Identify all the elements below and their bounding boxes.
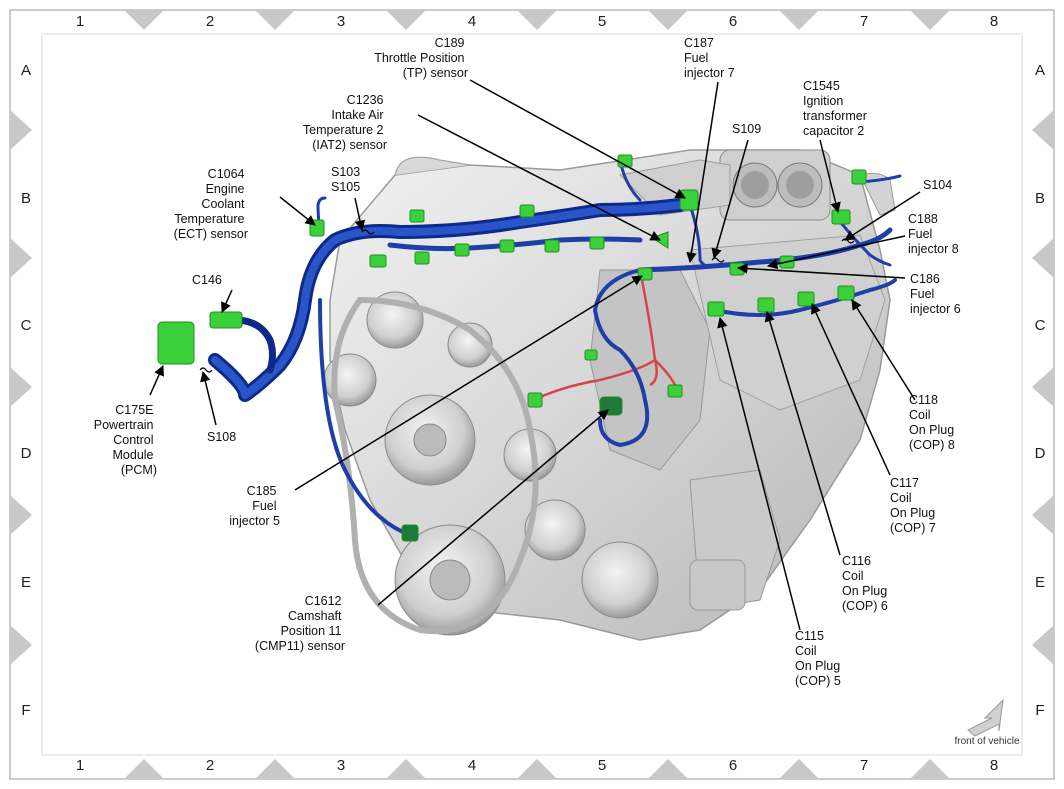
front-arrow-icon: [967, 698, 1004, 737]
grid-row-label: B: [21, 190, 31, 207]
label-c1612: C1612 Camshaft Position 11 (CMP11) senso…: [255, 594, 345, 653]
grid-col-label: 5: [598, 757, 606, 774]
connector: [584, 349, 598, 361]
label-c118: C118 Coil On Plug (COP) 8: [909, 393, 958, 452]
grid-col-label: 7: [860, 13, 868, 30]
connector-pcm: [157, 321, 195, 365]
connector: [454, 243, 470, 257]
label-c146: C146: [192, 273, 222, 287]
grid-col-label: 5: [598, 13, 606, 30]
connector-tp: [679, 189, 699, 211]
label-c1236: C1236 Intake Air Temperature 2 (IAT2) se…: [303, 93, 387, 152]
label-s103-s105: S103 S105: [331, 165, 364, 194]
label-c117: C117 Coil On Plug (COP) 7: [890, 476, 939, 535]
label-c186: C186 Fuel injector 6: [910, 272, 961, 316]
grid-col-label: 3: [337, 757, 345, 774]
grid-col-label: 8: [990, 13, 998, 30]
label-s108: S108: [207, 430, 236, 444]
connector-c186: [729, 262, 745, 276]
frame-markers: [10, 10, 1054, 779]
grid-row-labels-right: A B C D E F: [1035, 62, 1046, 719]
label-s104: S104: [923, 178, 952, 192]
grid-col-label: 6: [729, 13, 737, 30]
grid-row-label: B: [1035, 190, 1045, 207]
grid-row-label: E: [21, 574, 31, 591]
label-c116: C116 Coil On Plug (COP) 6: [842, 554, 891, 613]
connector: [519, 204, 535, 218]
grid-column-labels-bottom: 1 2 3 4 5 6 7 8: [76, 757, 998, 774]
grid-row-label: C: [21, 317, 32, 334]
connector-c116: [757, 297, 775, 313]
splice-markers: [199, 229, 855, 373]
connector-c115: [707, 301, 725, 317]
grid-col-label: 8: [990, 757, 998, 774]
front-of-vehicle-label: front of vehicle: [954, 736, 1019, 747]
leader-lines: [149, 79, 921, 631]
connector: [401, 524, 419, 542]
grid-col-label: 2: [206, 757, 214, 774]
label-c189: C189 Throttle Position (TP) sensor: [374, 36, 468, 80]
grid-row-label: A: [1035, 62, 1045, 79]
grid-col-label: 7: [860, 757, 868, 774]
connector-cmp11: [599, 396, 623, 416]
callout-labels: C189 Throttle Position (TP) sensor C187 …: [94, 36, 961, 688]
label-c185: C185 Fuel injector 5: [229, 484, 280, 528]
grid-col-label: 2: [206, 13, 214, 30]
grid-row-label: D: [1035, 445, 1046, 462]
red-wires: [534, 269, 677, 402]
grid-col-label: 3: [337, 13, 345, 30]
grid-row-labels-left: A B C D E F: [21, 62, 32, 719]
grid-col-label: 1: [76, 13, 84, 30]
grid-column-labels-top: 1 2 3 4 5 6 7 8: [76, 13, 998, 30]
grid-row-label: F: [1035, 702, 1044, 719]
connector: [499, 239, 515, 253]
label-c187: C187 Fuel injector 7: [684, 36, 735, 80]
connector-c117: [797, 291, 815, 307]
grid-row-label: D: [21, 445, 32, 462]
label-s109: S109: [732, 122, 761, 136]
grid-col-label: 6: [729, 757, 737, 774]
connector-c118: [837, 285, 855, 301]
label-c1545: C1545 Ignition transformer capacitor 2: [803, 79, 870, 138]
connector-c185: [637, 267, 653, 281]
grid-row-label: A: [21, 62, 31, 79]
engine-illustration: [323, 149, 896, 641]
label-c115: C115 Coil On Plug (COP) 5: [795, 629, 844, 688]
connector: [409, 209, 425, 223]
connector: [527, 392, 543, 408]
connector: [851, 169, 867, 185]
label-c1064: C1064 Engine Coolant Temperature (ECT) s…: [174, 167, 248, 241]
front-of-vehicle-indicator: front of vehicle: [954, 698, 1020, 747]
grid-col-label: 4: [468, 757, 476, 774]
grid-row-label: E: [1035, 574, 1045, 591]
connector-c146: [209, 311, 243, 329]
connector: [414, 251, 430, 265]
label-c175e: C175E Powertrain Control Module (PCM): [94, 403, 157, 477]
connector: [589, 236, 605, 250]
connector: [667, 384, 683, 398]
wiring-harness: [208, 158, 902, 537]
connector-c1545: [831, 209, 851, 225]
grid-col-label: 4: [468, 13, 476, 30]
connector: [544, 239, 560, 253]
connector: [369, 254, 387, 268]
label-c188: C188 Fuel injector 8: [908, 212, 959, 256]
diagram-inner-border: [41, 33, 1023, 756]
grid-row-label: F: [21, 702, 30, 719]
grid-col-label: 1: [76, 757, 84, 774]
grid-row-label: C: [1035, 317, 1046, 334]
